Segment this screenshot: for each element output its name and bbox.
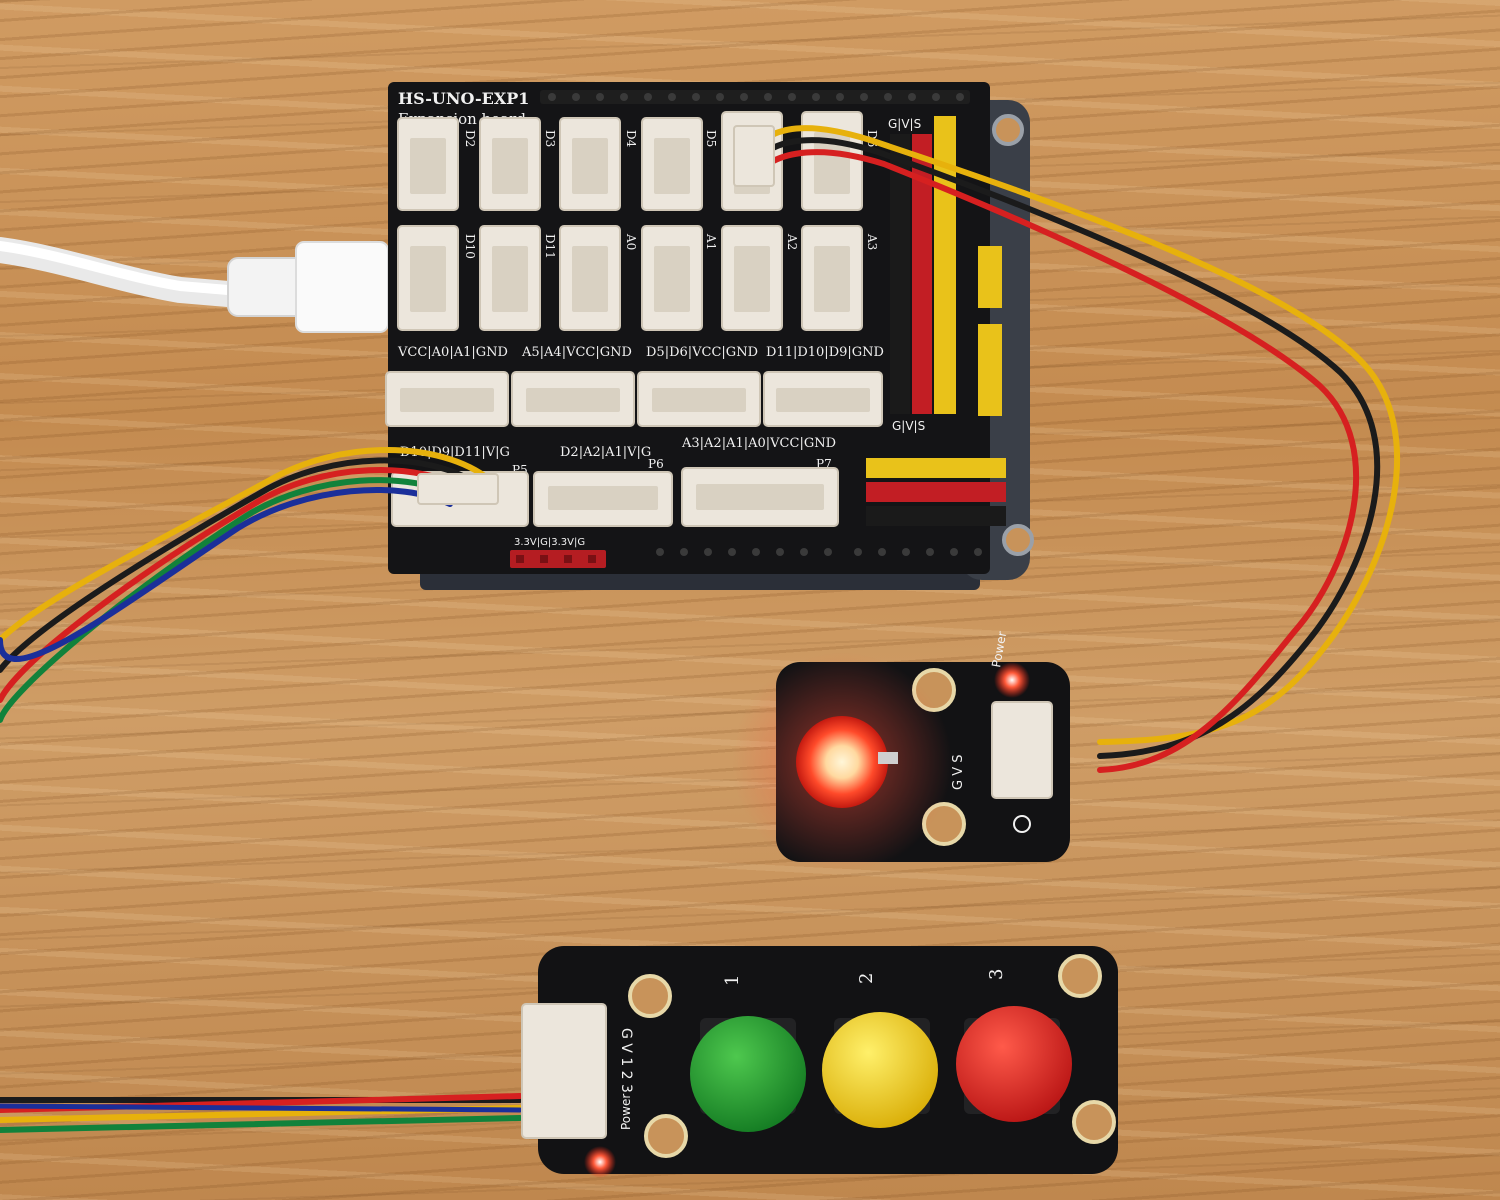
led-pin-labels: G V S — [951, 755, 966, 790]
label-d11: D11 — [543, 234, 557, 259]
green-push-button — [690, 1016, 806, 1132]
port-label-p1: VCC|A0|A1|GND — [397, 345, 508, 360]
gvs-bottom-label: G|V|S — [892, 419, 925, 433]
label-d3: D3 — [543, 130, 557, 147]
top-pin-header — [540, 90, 970, 104]
connector-row-3 — [385, 371, 883, 427]
board-title: HS-UNO-EXP1 — [398, 89, 529, 108]
button-module-connector — [521, 1003, 607, 1139]
button-module-wires — [0, 447, 523, 1133]
port-label-p4: D11|D10|D9|GND — [766, 345, 884, 360]
expansion-board: HS-UNO-EXP1 Expansion board D2 — [385, 82, 1006, 574]
label-a3: A3 — [865, 233, 879, 250]
button-number-1: 1 — [722, 975, 743, 986]
led-power-indicator — [994, 662, 1030, 698]
usb-cable — [0, 237, 389, 333]
mount-hole — [1002, 524, 1034, 556]
port-label-p7: A3|A2|A1|A0|VCC|GND — [681, 436, 836, 451]
port-id-p6: P6 — [648, 457, 664, 471]
port-label-p2: A5|A4|VCC|GND — [521, 345, 632, 360]
label-d2: D2 — [463, 130, 477, 147]
label-d5: D5 — [704, 130, 718, 147]
label-d10: D10 — [463, 234, 477, 259]
label-a0: A0 — [624, 233, 638, 250]
power-header-pins — [510, 550, 606, 568]
red-push-button — [956, 1006, 1072, 1122]
red-led — [796, 716, 888, 808]
button-power-label: Power — [619, 1094, 633, 1130]
button-number-2: 2 — [856, 973, 877, 984]
led-power-label: Power — [989, 630, 1009, 668]
power-header-label: 3.3V|G|3.3V|G — [514, 537, 585, 548]
button-number-3: 3 — [986, 969, 1007, 980]
button-pin-labels: G V 1 2 3 — [618, 1028, 634, 1093]
port-label-p6: D2|A2|A1|V|G — [560, 445, 651, 460]
button-power-indicator — [584, 1146, 616, 1178]
port-label-p3: D5|D6|VCC|GND — [646, 345, 758, 360]
label-a2: A2 — [785, 233, 799, 250]
button-module: G V 1 2 3 Power 1 2 3 — [521, 946, 1118, 1178]
bottom-pin-header — [656, 548, 982, 556]
wire-plug — [733, 125, 775, 187]
yellow-push-button — [822, 1012, 938, 1128]
analog-pin-block — [866, 458, 1006, 526]
label-d4: D4 — [624, 130, 638, 148]
gvs-top-label: G|V|S — [888, 117, 921, 131]
connector-row-2 — [397, 225, 863, 331]
wire-plug — [417, 473, 499, 505]
led-module: Power G V S — [732, 630, 1070, 872]
label-a1: A1 — [704, 233, 718, 250]
mount-hole — [992, 114, 1024, 146]
led-module-wires — [749, 125, 1401, 773]
